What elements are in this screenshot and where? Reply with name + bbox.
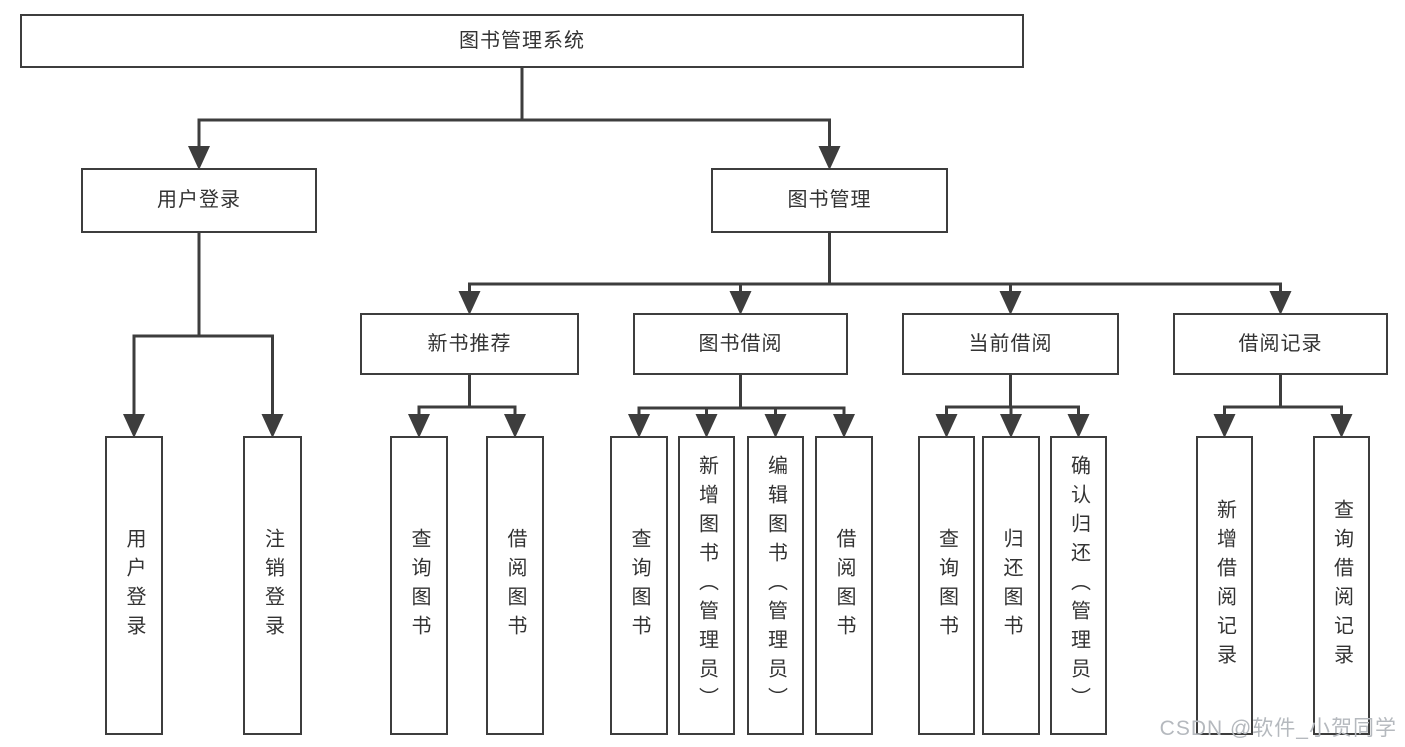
node-root: 图书管理系统 <box>20 14 1024 68</box>
node-label-nbr-borrow: 借阅图书 <box>504 527 526 644</box>
node-user-login: 用户登录 <box>81 168 317 233</box>
node-label-nbr-query: 查询图书 <box>408 527 430 644</box>
node-label-current-borrow: 当前借阅 <box>968 332 1053 355</box>
node-label-new-book-rec: 新书推荐 <box>427 332 512 355</box>
arrowhead-icon <box>935 414 958 438</box>
node-borrow-records: 借阅记录 <box>1173 313 1388 375</box>
node-label-bb-borrow: 借阅图书 <box>833 527 855 644</box>
node-label-book-borrow: 图书借阅 <box>698 332 783 355</box>
node-label-ul-login: 用户登录 <box>123 527 145 644</box>
node-label-borrow-records: 借阅记录 <box>1238 332 1323 355</box>
arrowhead-icon <box>628 414 650 438</box>
node-ul-login: 用户登录 <box>105 436 163 735</box>
arrowhead-icon <box>818 146 841 170</box>
arrowhead-icon <box>408 414 430 438</box>
node-current-borrow: 当前借阅 <box>902 313 1119 375</box>
arrowhead-icon <box>1000 414 1022 438</box>
node-bb-add: 新增图书（管理员） <box>678 436 735 735</box>
node-nbr-query: 查询图书 <box>390 436 448 735</box>
node-ul-logout: 注销登录 <box>243 436 302 735</box>
arrowhead-icon <box>261 414 284 438</box>
node-book-borrow: 图书借阅 <box>633 313 848 375</box>
node-label-ul-logout: 注销登录 <box>261 527 284 644</box>
arrowhead-icon <box>729 291 752 315</box>
arrowhead-icon <box>1269 291 1292 315</box>
node-nbr-borrow: 借阅图书 <box>486 436 544 735</box>
node-br-query: 查询借阅记录 <box>1313 436 1370 735</box>
node-bb-edit: 编辑图书（管理员） <box>747 436 804 735</box>
node-book-mgmt: 图书管理 <box>711 168 948 233</box>
node-new-book-rec: 新书推荐 <box>360 313 579 375</box>
node-label-user-login: 用户登录 <box>157 189 241 211</box>
arrowhead-icon <box>504 414 526 438</box>
node-label-bb-edit: 编辑图书（管理员） <box>764 455 787 716</box>
arrowhead-icon <box>695 414 718 438</box>
node-label-root: 图书管理系统 <box>459 29 585 52</box>
node-cb-query: 查询图书 <box>918 436 975 735</box>
arrowhead-icon <box>123 414 145 438</box>
arrowhead-icon <box>999 291 1022 315</box>
arrowhead-icon <box>1330 414 1353 438</box>
arrowhead-icon <box>833 414 855 438</box>
node-bb-borrow: 借阅图书 <box>815 436 873 735</box>
node-br-add: 新增借阅记录 <box>1196 436 1253 735</box>
node-label-cb-confirm: 确认归还（管理员） <box>1067 455 1090 716</box>
arrowhead-icon <box>188 146 210 170</box>
arrowhead-icon <box>1067 414 1090 438</box>
node-cb-return: 归还图书 <box>982 436 1040 735</box>
node-label-cb-query: 查询图书 <box>935 527 958 644</box>
node-label-br-query: 查询借阅记录 <box>1330 498 1353 673</box>
arrowhead-icon <box>1213 414 1236 438</box>
node-label-bb-add: 新增图书（管理员） <box>695 455 718 716</box>
node-label-br-add: 新增借阅记录 <box>1213 498 1236 673</box>
node-label-book-mgmt: 图书管理 <box>787 189 872 211</box>
arrowhead-icon <box>458 291 481 315</box>
arrowhead-icon <box>764 414 787 438</box>
node-cb-confirm: 确认归还（管理员） <box>1050 436 1107 735</box>
node-label-cb-return: 归还图书 <box>1000 527 1022 644</box>
node-bb-query: 查询图书 <box>610 436 668 735</box>
node-label-bb-query: 查询图书 <box>628 527 650 644</box>
